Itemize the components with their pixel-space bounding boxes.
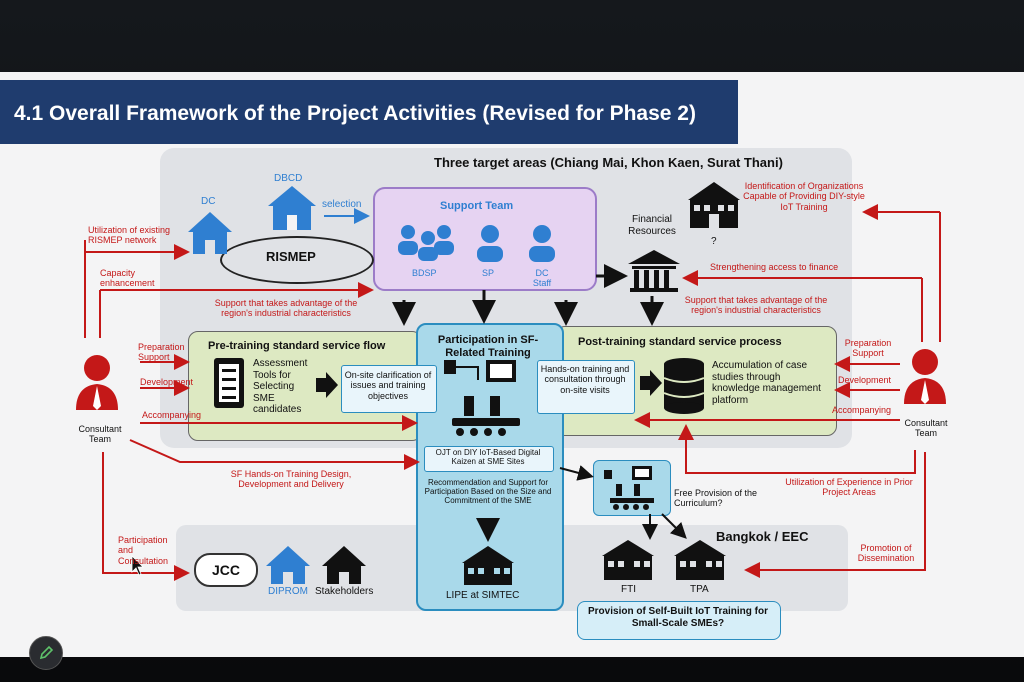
support-team-title: Support Team xyxy=(440,200,514,212)
promotion-label: Promotion of Dissemination xyxy=(857,543,915,564)
sp-label: SP xyxy=(482,268,495,278)
bdsp-person-icon xyxy=(401,225,415,239)
bangkok-heading: Bangkok / EEC xyxy=(716,529,809,544)
sp-person-icon xyxy=(481,225,499,243)
identification-label: Identification of Organizations Capable … xyxy=(743,181,865,212)
tpa-building-icon xyxy=(674,540,726,580)
checklist-icon xyxy=(214,358,244,408)
clarification-label: On-site clarification of issues and trai… xyxy=(344,370,432,401)
dbcd-label: DBCD xyxy=(274,173,303,184)
fti-label: FTI xyxy=(621,584,636,595)
utilization-exp-label: Utilization of Experience in Prior Proje… xyxy=(785,477,913,498)
assessment-label: Assessment Tools for Selecting SME candi… xyxy=(253,358,308,415)
diprom-label: DIPROM xyxy=(268,586,308,597)
chevron-arrow-icon xyxy=(640,370,662,396)
consultant-right-icon xyxy=(904,349,946,404)
support-right-label: Support that takes advantage of the regi… xyxy=(684,295,828,316)
accumulation-label: Accumulation of case studies through kno… xyxy=(712,360,821,406)
consultant-left-label: Consultant Team xyxy=(78,424,122,445)
ojt-label: OJT on DIY IoT-Based Digital Kaizen at S… xyxy=(435,448,541,467)
post-training-title: Post-training standard service process xyxy=(578,336,782,348)
chevron-arrow-icon xyxy=(316,372,338,398)
database-icon xyxy=(663,358,705,414)
self-built-box xyxy=(577,601,781,640)
dc-label: DC xyxy=(201,196,216,207)
red-arrows xyxy=(84,204,941,581)
clarification-box xyxy=(341,365,437,413)
strengthening-label: Strengthening access to finance xyxy=(710,262,839,272)
dc-staff-person-icon xyxy=(533,225,551,243)
question-label: ? xyxy=(711,236,717,247)
consultant-right-label: Consultant Team xyxy=(904,418,948,439)
pencil-icon xyxy=(39,645,54,660)
tpa-label: TPA xyxy=(690,584,709,595)
people-icons xyxy=(398,225,555,262)
fti-building-icon xyxy=(602,540,654,580)
recommendation-label: Recommendation and Support for Participa… xyxy=(424,478,552,506)
black-arrows xyxy=(392,264,687,542)
dev-right-label: Development xyxy=(838,375,892,385)
consultant-left-icon xyxy=(76,355,118,410)
rismep-label: RISMEP xyxy=(266,249,316,264)
iot-factory-icon xyxy=(444,360,520,436)
bank-icon xyxy=(628,250,680,292)
dev-left-label: Development xyxy=(140,377,194,387)
lipe-building-icon xyxy=(462,546,514,585)
free-provision-label: Free Provision of the Curriculum? xyxy=(674,488,758,509)
ojt-box xyxy=(424,446,554,472)
participation-label: Participation and Consultation xyxy=(118,535,169,566)
utilization-rismep-label: Utilization of existing RISMEP network xyxy=(88,225,171,246)
handson-label: Hands-on training and consultation throu… xyxy=(540,364,630,395)
stakeholders-house-icon xyxy=(322,546,366,584)
dc-house-icon xyxy=(188,212,232,254)
prep-left-label: Preparation Support xyxy=(138,342,185,363)
three-areas-heading: Three target areas (Chiang Mai, Khon Kae… xyxy=(434,155,783,170)
curriculum-iot-icon xyxy=(604,466,654,510)
stakeholders-label: Stakeholders xyxy=(315,586,374,597)
capacity-label: Capacity enhancement xyxy=(100,268,155,289)
prep-right-label: Preparation Support xyxy=(844,338,892,359)
pre-training-title: Pre-training standard service flow xyxy=(208,340,386,352)
acc-left-label: Accompanying xyxy=(142,410,202,420)
acc-right-label: Accompanying xyxy=(832,405,892,415)
sf-design-label: SF Hands-on Training Design, Development… xyxy=(230,469,352,490)
selection-label: selection xyxy=(322,199,362,210)
edit-button[interactable] xyxy=(29,636,63,670)
rismep-ellipse xyxy=(220,236,374,284)
financial-label: Financial Resources xyxy=(628,214,676,237)
mouse-cursor-icon xyxy=(131,555,144,576)
title-bar: 4.1 Overall Framework of the Project Act… xyxy=(0,80,738,144)
dc-staff-label: DC Staff xyxy=(532,268,552,289)
diprom-house-icon xyxy=(266,546,310,584)
school-icon xyxy=(688,182,740,228)
dbcd-house-icon xyxy=(268,186,316,230)
support-left-label: Support that takes advantage of the regi… xyxy=(214,298,358,319)
handson-box xyxy=(537,360,635,414)
bdsp-label: BDSP xyxy=(412,268,437,278)
self-built-label: Provision of Self-Built IoT Training for… xyxy=(588,606,768,629)
jcc-node: JCC xyxy=(194,553,258,587)
sf-training-title: Participation in SF-Related Training xyxy=(437,334,539,359)
slide-title: 4.1 Overall Framework of the Project Act… xyxy=(14,102,696,125)
lipe-label: LIPE at SIMTEC xyxy=(446,590,520,601)
